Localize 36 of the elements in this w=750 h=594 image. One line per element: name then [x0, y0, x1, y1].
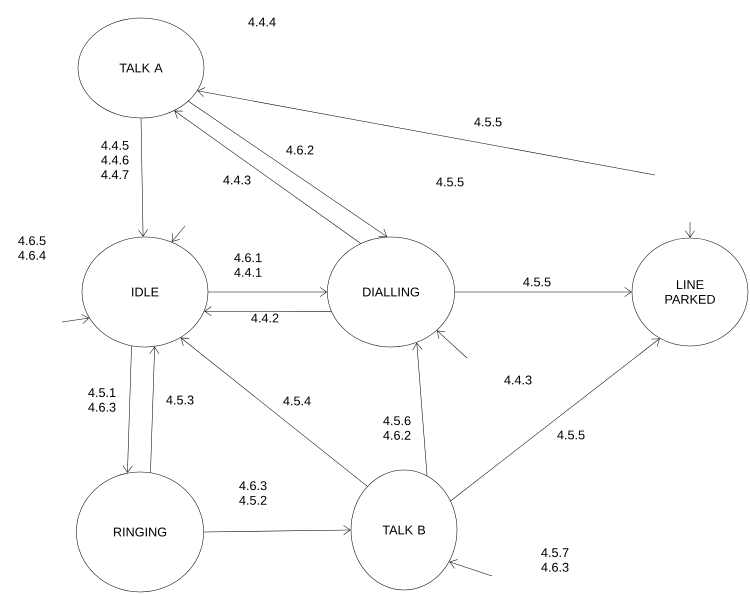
edge-label: 4.6.2 [281, 144, 319, 156]
arrow [450, 338, 660, 502]
edge-label: 4.5.5 [469, 116, 507, 128]
arrow [436, 330, 468, 358]
edge-label: 4.5.4 [278, 395, 316, 407]
arrow [204, 306, 332, 316]
arrow [454, 287, 632, 297]
edge-label: 4.4.3 [218, 174, 256, 186]
arrow [188, 100, 388, 237]
transition-label: 4.4.3 [504, 376, 532, 384]
edge-label: 4.5.5 [552, 429, 590, 441]
arrow [197, 87, 656, 176]
edge-label: 4.5.1 4.6.3 [83, 386, 121, 414]
arrow [180, 338, 368, 487]
arrow [62, 314, 90, 324]
arrow [449, 559, 492, 576]
arrow [138, 118, 148, 237]
arrow [122, 346, 133, 473]
edge-label: 4.6.1 4.4.1 [229, 252, 267, 278]
edge-label: 4.4.5 4.4.6 4.4.7 [96, 140, 134, 180]
transition-label: 4.5.5 [436, 178, 464, 186]
arrow [149, 346, 160, 473]
arrow [204, 525, 351, 536]
arrow [172, 226, 186, 242]
transition-label: 4.4.4 [248, 18, 276, 26]
transition-label: 4.6.5 4.6.4 [18, 236, 46, 260]
edge-label: 4.5.6 4.6.2 [378, 414, 416, 442]
transition-label: 4.5.7 4.6.3 [541, 548, 569, 572]
arrow [685, 222, 695, 238]
edge-label: 4.5.3 [161, 394, 199, 406]
arrow [174, 110, 361, 244]
edge-label: 4.4.2 [246, 312, 284, 324]
arrow [208, 287, 328, 297]
arrow [412, 342, 428, 476]
edge-label: 4.5.5 [518, 276, 556, 288]
edge-label: 4.6.3 4.5.2 [234, 480, 272, 506]
